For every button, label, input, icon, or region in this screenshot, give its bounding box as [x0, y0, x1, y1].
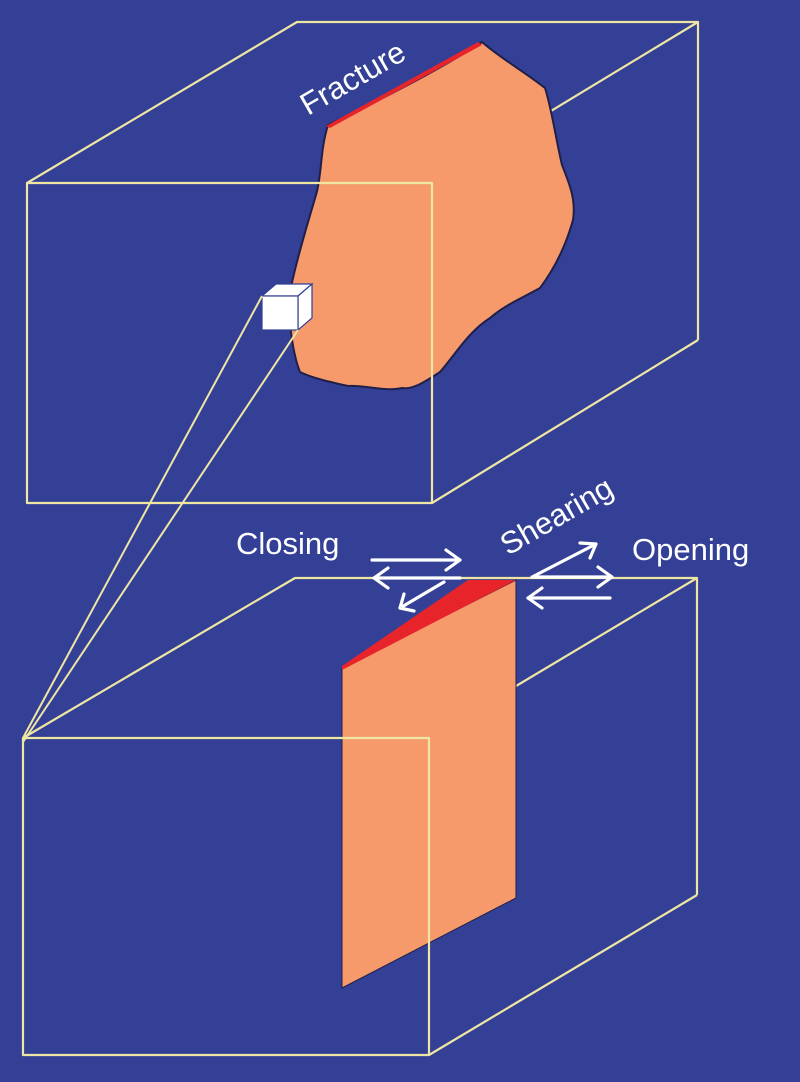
fracture-edge-highlight: [326, 42, 482, 128]
lower-block-front-face: [21, 736, 431, 1057]
connector-line-left: [22, 295, 263, 739]
closing-arrows: [370, 548, 462, 590]
lower-rock-block: [21, 576, 699, 1057]
opening-arrow-left: [526, 586, 612, 610]
connector-line-right: [22, 329, 299, 743]
lower-block-bottom-right-edge: [428, 894, 698, 1056]
upper-block-back-edges: [26, 20, 700, 340]
shearing-label: Shearing: [494, 470, 619, 562]
closing-arrow-left: [372, 566, 462, 590]
fracture-plane-top-edge: [342, 580, 516, 670]
shearing-arrow-up: [532, 541, 598, 578]
opening-arrows: [526, 565, 614, 610]
shearing-arrows: [398, 541, 598, 613]
sample-cube-front: [261, 295, 299, 331]
upper-block-bottom-right-edge: [431, 339, 699, 504]
lower-block-back-edges: [22, 576, 699, 895]
magnification-lines: [22, 295, 299, 743]
shearing-arrow-down: [398, 580, 446, 613]
upper-block-front-face: [25, 181, 434, 505]
opening-label: Opening: [632, 532, 749, 567]
opening-arrow-right: [530, 565, 614, 589]
sample-cube: [260, 282, 314, 332]
upper-rock-block: [25, 20, 700, 505]
closing-label: Closing: [236, 526, 339, 561]
closing-arrow-right: [370, 548, 462, 572]
